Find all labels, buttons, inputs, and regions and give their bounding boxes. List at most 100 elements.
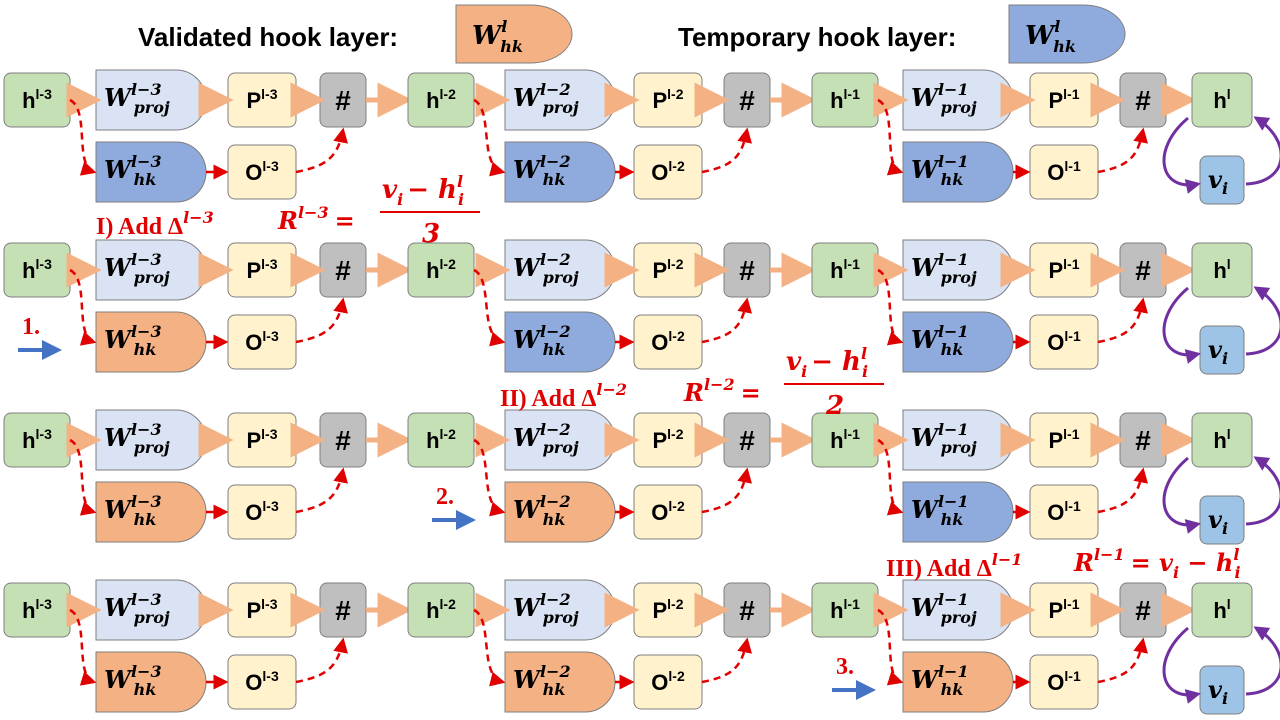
hidden-state-label: hl-3 [22,256,52,283]
hook-branch-arrow [877,98,904,176]
target-block: hl vi [1162,242,1280,375]
hook-branch-arrow [877,438,904,516]
target-hidden-state-node [1191,412,1253,468]
hidden-state-label: hl-1 [830,426,860,453]
merge-arrow [295,637,349,684]
hook-output-label: Ol-2 [651,498,685,525]
concat-symbol: # [335,85,351,116]
step-number: 2. [436,484,454,510]
projection-output-label: Pl-1 [1048,86,1079,113]
hook-branch-arrow [473,608,506,687]
merge-arrow [295,127,349,174]
annotation-2-label: II) Add Δl−2 [500,380,627,412]
hook-output-label: Ol-2 [651,668,685,695]
projection-output-label: Pl-2 [652,86,683,113]
hook-output-label: Ol-1 [1047,668,1081,695]
target-hidden-state-label: hl [1213,256,1230,283]
projection-output-label: Pl-3 [246,426,277,453]
target-hidden-state-node [1191,242,1253,298]
hook-output-label: Ol-3 [245,498,279,525]
feedback-arrow-right [1245,626,1280,696]
concat-symbol: # [335,425,351,456]
legend-validated-label: Validated hook layer: [138,22,398,52]
annotation-1-denominator: 3 [422,219,440,249]
hook-layer-node-temporary [504,141,616,203]
hook-output-label: Ol-1 [1047,158,1081,185]
hook-branch-arrow [473,98,506,177]
annotation-1-residual: Rl−3= [277,203,355,235]
projection-output-label: Pl-3 [246,256,277,283]
projection-output-label: Pl-1 [1048,596,1079,623]
merge-arrow [701,297,753,344]
concat-symbol: # [1135,595,1151,626]
projection-output-label: Pl-2 [652,426,683,453]
concat-symbol: # [335,255,351,286]
hook-output-label: Ol-2 [651,158,685,185]
concat-symbol: # [739,595,755,626]
target-vector-label: vi [1208,335,1228,368]
hook-layer-node-temporary [902,311,1014,373]
target-hidden-state-node [1191,582,1253,638]
feedback-arrow-right [1245,456,1280,526]
hook-output-label: Ol-2 [651,328,685,355]
hook-output-label: Ol-3 [245,158,279,185]
projection-output-label: Pl-3 [246,596,277,623]
feedback-arrow-left [1162,286,1201,364]
concat-symbol: # [739,425,755,456]
hook-layer-node-temporary [95,141,207,203]
target-vector-label: vi [1208,675,1228,708]
merge-arrow [1097,297,1149,344]
concat-symbol: # [1135,425,1151,456]
target-hidden-state-label: hl [1213,86,1230,113]
legend-temporary-swatch [1008,4,1126,64]
concat-symbol: # [1135,255,1151,286]
concat-symbol: # [1135,85,1151,116]
hidden-state-label: hl-3 [22,426,52,453]
hook-branch-arrow [69,608,97,686]
projection-output-label: Pl-2 [652,256,683,283]
feedback-arrow-right [1245,116,1280,186]
hook-output-label: Ol-3 [245,328,279,355]
concat-symbol: # [335,595,351,626]
target-hidden-state-label: hl [1213,426,1230,453]
merge-arrow [701,637,753,684]
hook-layer-node-temporary [902,481,1014,543]
hook-layer-node-validated [902,651,1014,713]
merge-arrow [295,297,349,344]
hook-layer-node-temporary [504,311,616,373]
step-number: 3. [836,654,854,680]
hidden-state-label: hl-1 [830,596,860,623]
merge-arrow [1097,127,1149,174]
annotation-2-residual: Rl−2= [683,375,761,407]
hook-branch-arrow [877,608,904,686]
hook-output-label: Ol-1 [1047,328,1081,355]
feedback-arrow-left [1162,116,1201,194]
